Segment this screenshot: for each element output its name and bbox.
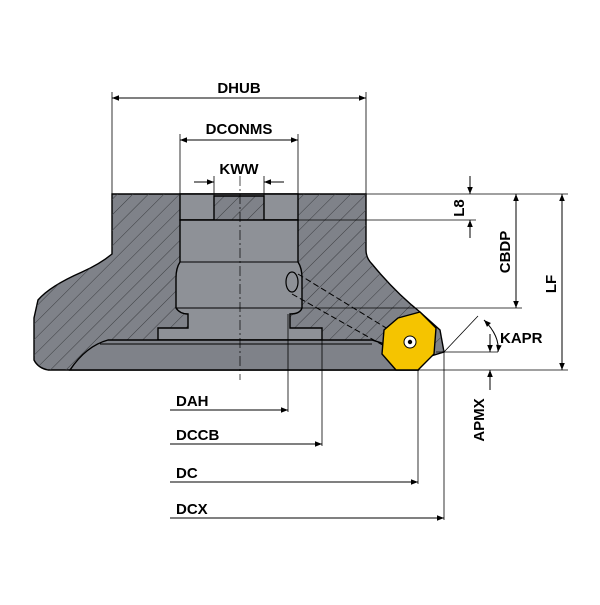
label-cbdp: CBDP [497, 231, 514, 274]
label-kww: KWW [219, 161, 259, 178]
label-dc: DC [176, 465, 198, 482]
label-dccb: DCCB [176, 427, 219, 444]
label-apmx: APMX [471, 398, 488, 441]
label-dhub: DHUB [217, 80, 260, 97]
label-kapr: KAPR [500, 330, 543, 347]
coolant-hole [285, 271, 299, 293]
bore-step-lines [176, 261, 302, 309]
dimension-lines [112, 95, 565, 521]
label-l8: L8 [451, 199, 468, 217]
label-dcx: DCX [176, 501, 208, 518]
label-lf: LF [543, 275, 560, 293]
extension-lines [111, 92, 568, 520]
insert-screw-center [407, 339, 413, 345]
label-dconms: DCONMS [206, 121, 273, 138]
label-dah: DAH [176, 393, 209, 410]
coolant-channel [291, 273, 397, 349]
